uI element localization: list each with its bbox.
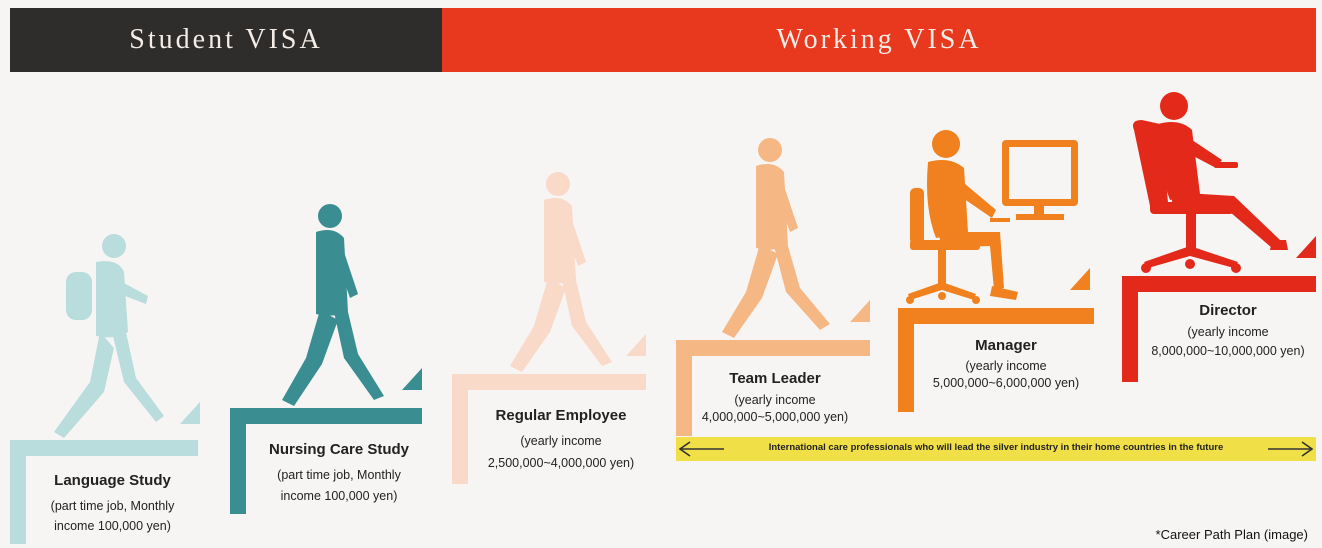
working-visa-label: Working VISA — [776, 24, 982, 55]
stage-detail-line1: (yearly income — [1187, 325, 1269, 339]
step-triangle — [402, 368, 422, 390]
image-caption: *Career Path Plan (image) — [1155, 527, 1308, 542]
step-post — [898, 308, 914, 412]
working-visa-header: Working VISA — [442, 8, 1316, 72]
stage-title: Regular Employee — [495, 407, 627, 424]
stage-detail-line2: income 100,000 yen) — [280, 489, 398, 503]
walking-person-icon — [722, 138, 830, 338]
stage-detail-line2: 2,500,000~4,000,000 yen) — [487, 456, 635, 470]
step-post — [10, 440, 26, 544]
step-post — [1122, 276, 1138, 382]
stage-title: Team Leader — [729, 370, 821, 387]
walking-person-icon — [510, 172, 612, 372]
student-visa-label: Student VISA — [129, 24, 323, 55]
step-post — [230, 408, 246, 514]
stage-detail-line1: (yearly income — [965, 359, 1047, 373]
walking-person-icon — [282, 204, 384, 406]
step-platform — [10, 440, 198, 456]
step-triangle — [180, 402, 200, 424]
step-post — [452, 374, 468, 484]
person-at-computer-icon — [906, 130, 1078, 304]
student-visa-header: Student VISA — [10, 8, 442, 72]
stage-title: Manager — [975, 337, 1037, 354]
stage-title: Nursing Care Study — [268, 441, 410, 458]
stage-detail-line2: 8,000,000~10,000,000 yen) — [1151, 344, 1305, 358]
stage-detail-line1: (part time job, Monthly — [50, 499, 175, 513]
stage-detail-line2: income 100,000 yen) — [54, 519, 171, 533]
student-walking-icon — [54, 234, 164, 438]
stage-title: Director — [1199, 302, 1257, 319]
stage-detail-line2: 4,000,000~5,000,000 yen) — [701, 410, 849, 424]
stage-detail-line1: (yearly income — [734, 393, 816, 407]
step-triangle — [1296, 236, 1316, 258]
step-triangle — [850, 300, 870, 322]
step-triangle — [626, 334, 646, 356]
step-triangle — [1070, 268, 1090, 290]
future-leaders-text: International care professionals who wil… — [768, 442, 1224, 453]
stage-detail-line1: (yearly income — [520, 434, 602, 448]
double-arrow-icon — [678, 441, 1314, 457]
person-in-chair-icon — [1133, 92, 1288, 273]
step-platform — [230, 408, 422, 424]
step-platform — [898, 308, 1094, 324]
stage-title: Language Study — [54, 472, 171, 489]
step-platform — [676, 340, 870, 356]
future-leaders-arrow-band: International care professionals who wil… — [676, 437, 1316, 461]
step-platform — [452, 374, 646, 390]
step-platform — [1122, 276, 1316, 292]
stage-detail-line2: 5,000,000~6,000,000 yen) — [932, 376, 1080, 390]
stage-detail-line1: (part time job, Monthly — [277, 468, 401, 482]
step-post — [676, 340, 692, 436]
